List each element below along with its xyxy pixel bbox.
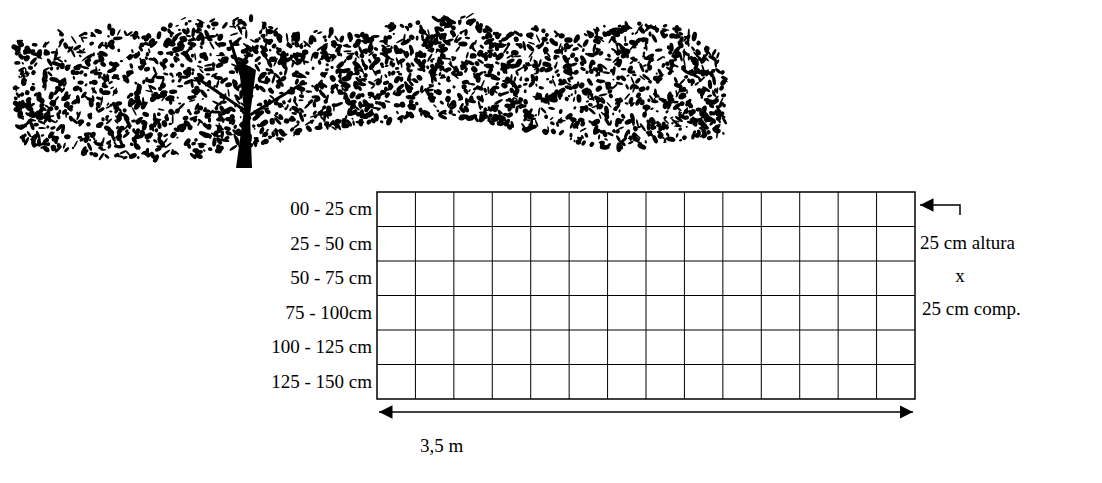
times-sign: x [955,266,965,287]
row-label: 00 - 25 cm [290,199,372,220]
row-label: 50 - 75 cm [290,268,372,289]
row-label: 125 - 150 cm [271,371,372,392]
pointer-arrow [920,205,960,215]
row-label: 25 - 50 cm [290,233,372,254]
tree-silhouette [10,12,728,168]
dimension-label: 3,5 m [420,436,463,457]
sampling-grid [377,192,915,399]
row-label: 100 - 125 cm [271,337,372,358]
row-label: 75 - 100cm [285,302,372,323]
cell-width-label: 25 cm comp. [922,299,1021,320]
cell-height-label: 25 cm altura [920,233,1015,254]
dimension-arrow [379,411,913,413]
